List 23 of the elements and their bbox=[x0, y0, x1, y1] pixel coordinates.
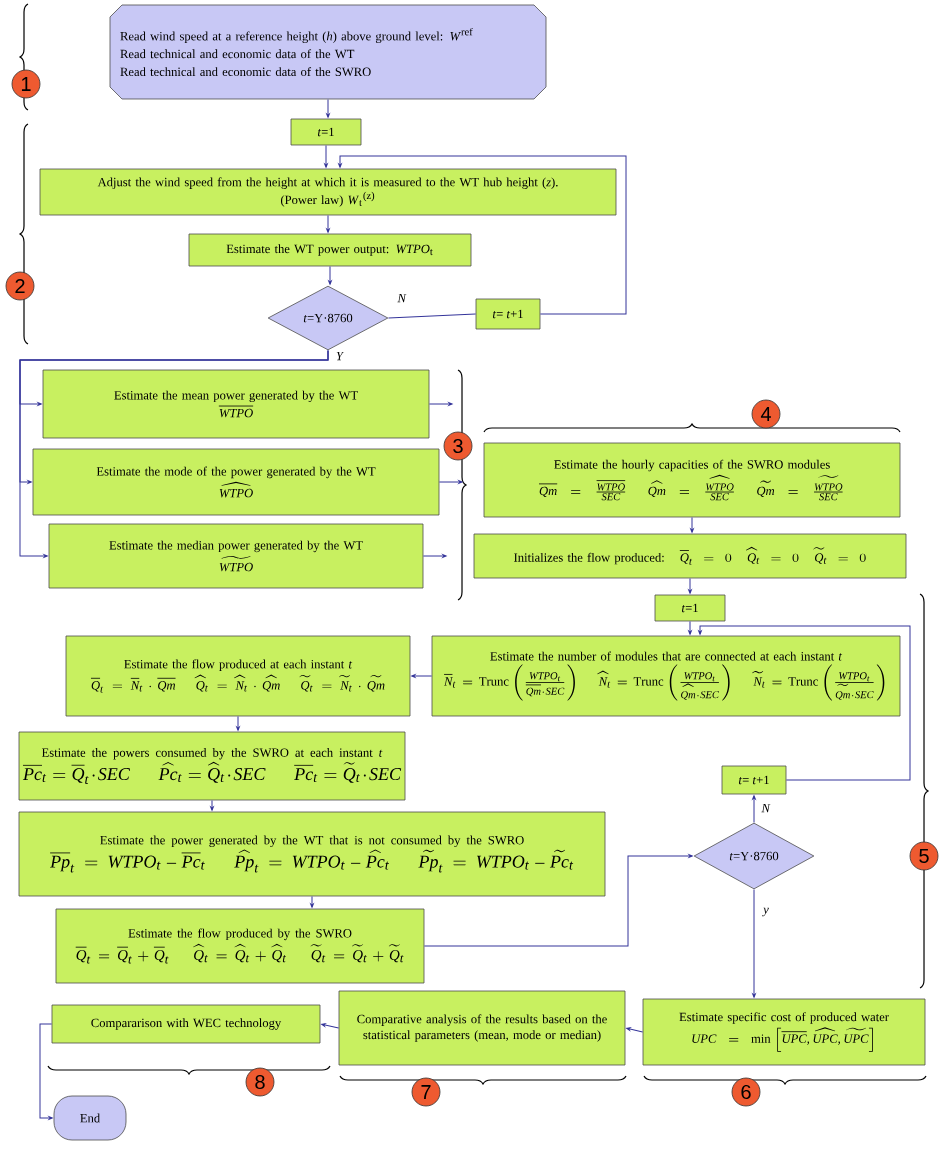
arrow bbox=[698, 625, 911, 781]
arrow bbox=[310, 895, 314, 908]
arrow bbox=[752, 795, 756, 824]
arrow bbox=[438, 480, 463, 484]
arrow bbox=[423, 854, 693, 947]
arrow bbox=[688, 577, 692, 594]
arrow bbox=[326, 214, 330, 233]
arrow bbox=[752, 888, 756, 998]
arrow bbox=[324, 144, 328, 168]
arrow bbox=[411, 674, 433, 678]
arrow bbox=[338, 155, 627, 315]
arrow bbox=[326, 98, 330, 118]
arrow bbox=[428, 402, 453, 406]
arrow bbox=[321, 1023, 340, 1029]
arrow bbox=[328, 265, 332, 285]
arrow bbox=[690, 516, 694, 533]
arrow bbox=[210, 799, 214, 811]
arrow bbox=[688, 620, 692, 635]
arrow bbox=[422, 554, 447, 558]
arrow bbox=[626, 1027, 644, 1033]
arrow bbox=[236, 715, 240, 731]
arrow bbox=[19, 349, 329, 558]
arrow bbox=[39, 1023, 53, 1120]
